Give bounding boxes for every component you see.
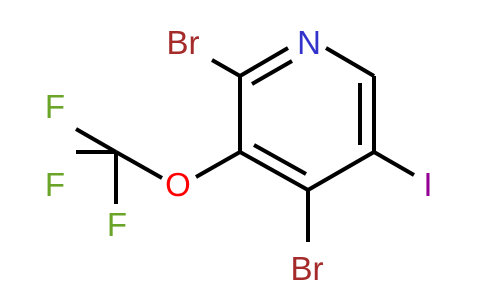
- bond-c3-o: [195, 150, 241, 179]
- atom-label-iodine: I: [423, 166, 432, 203]
- atom-label-nitrogen: N: [297, 24, 321, 61]
- bond-n-c6: [324, 46, 376, 78]
- atom-labels: N Br Br O I F F F: [45, 24, 433, 287]
- bond-c-f1: [75, 127, 117, 154]
- atom-label-bromine-2: Br: [167, 24, 200, 61]
- atom-label-bromine-4: Br: [291, 250, 324, 287]
- bond-c4-c3-double: [253, 143, 307, 176]
- atom-label-fluorine-3: F: [107, 206, 127, 243]
- bond-lines: [75, 46, 415, 242]
- bond-c2-n-double: [251, 59, 293, 86]
- bond-c5-i: [373, 150, 415, 177]
- atom-label-oxygen: O: [165, 166, 191, 203]
- bond-o-cf3: [115, 150, 163, 180]
- bond-c2-n: [238, 46, 290, 78]
- bond-c5-c4: [307, 150, 375, 192]
- atom-label-fluorine-2: F: [45, 166, 65, 203]
- bond-c4-c3: [239, 150, 309, 192]
- bond-c2-br: [211, 58, 241, 78]
- atom-label-fluorine-1: F: [45, 88, 65, 125]
